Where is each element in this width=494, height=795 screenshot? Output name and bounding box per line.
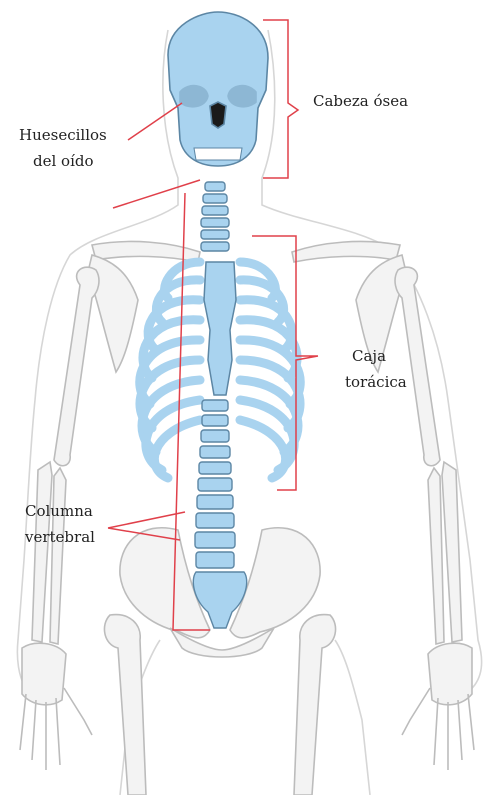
vertebral-column <box>193 182 246 628</box>
eye-socket-right <box>228 86 256 107</box>
label-caja-toracica: Caja torácica <box>345 343 407 395</box>
eye-socket-left <box>180 86 208 107</box>
label-columna-line1: Columna <box>25 498 95 524</box>
label-huesecillos: Huesecillos del oído <box>19 122 107 174</box>
right-arm-bones <box>395 267 474 770</box>
label-cabeza-osea: Cabeza ósea <box>313 88 408 114</box>
label-caja-line2: torácica <box>345 369 407 395</box>
femurs <box>104 615 335 795</box>
label-columna-vertebral: Columna vertebral <box>25 498 95 550</box>
nasal-cavity <box>210 102 226 128</box>
sternum <box>204 262 236 395</box>
skull <box>168 12 268 166</box>
label-huesecillos-line2: del oído <box>33 148 107 174</box>
leader-neck <box>113 180 200 208</box>
label-columna-line2: vertebral <box>25 524 95 550</box>
label-huesecillos-line1: Huesecillos <box>19 122 107 148</box>
label-caja-line1: Caja <box>352 343 407 369</box>
leader-huesecillos <box>128 103 182 140</box>
